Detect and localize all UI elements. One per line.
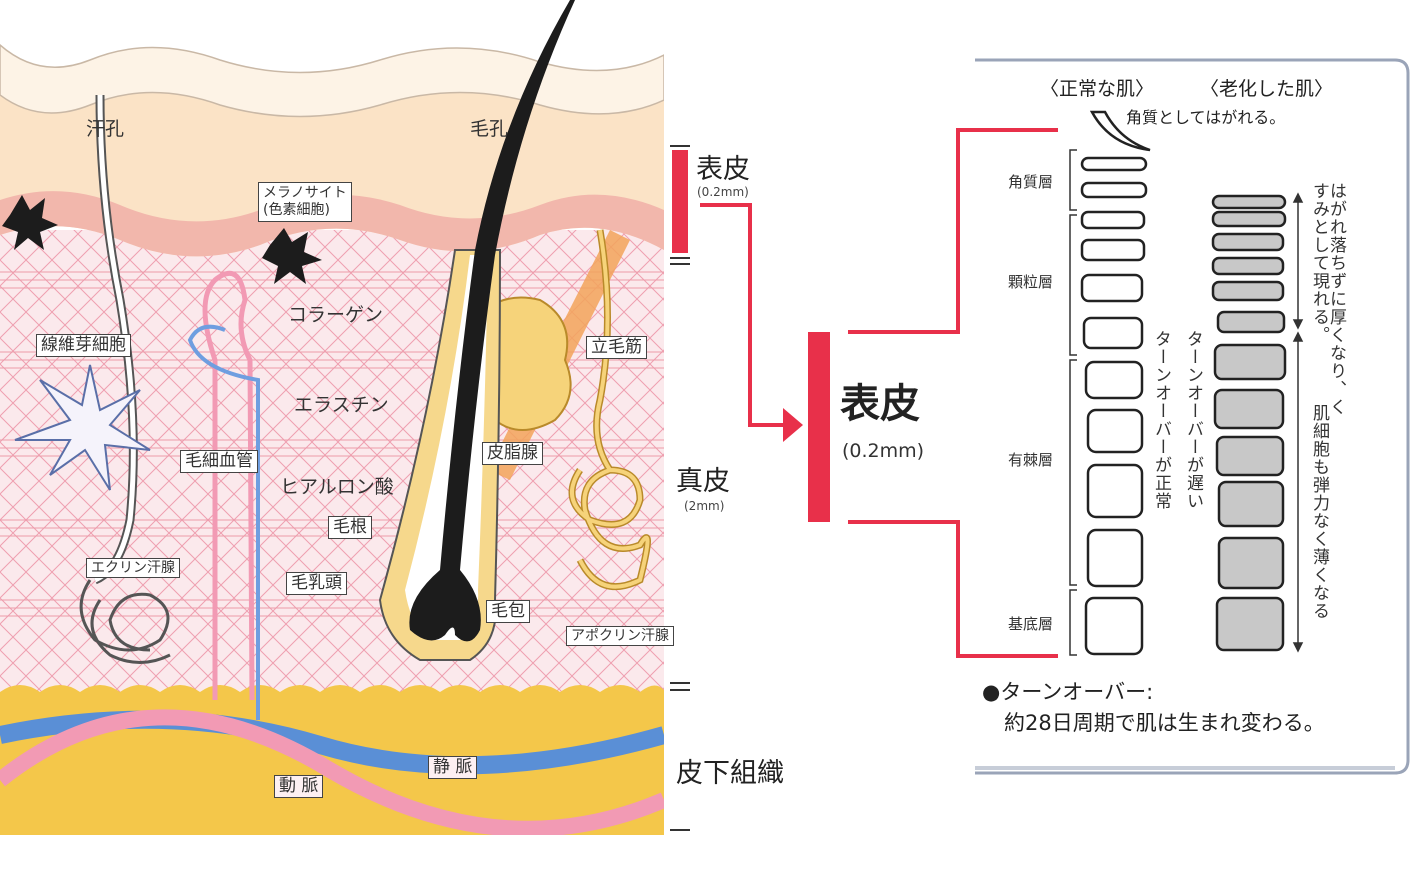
aged-thinning-note: 肌細胞も弾力なく薄くなる: [1309, 404, 1329, 620]
sweat-pore-label: 汗孔: [86, 118, 125, 140]
eccrine-gland-label: エクリン汗腺: [86, 558, 180, 578]
hair-root-label: 毛根: [328, 516, 372, 539]
collagen-label: コラーゲン: [288, 304, 384, 326]
turnover-panel-frame: [975, 58, 1410, 775]
sweat-duct: [93, 94, 136, 583]
layer-label-basal: 基底層: [1008, 615, 1054, 633]
hair-pore-label: 毛孔: [470, 118, 509, 140]
zoom-connector: [700, 203, 790, 427]
basal-layer: [0, 191, 664, 257]
enlarged-epidermis-bar: [808, 332, 830, 522]
aged-arrows: [1292, 192, 1304, 653]
aged-skin-cells: [1211, 194, 1287, 652]
elastin-label: エラスチン: [294, 394, 389, 416]
fibroblast-label: 線維芽細胞: [36, 334, 131, 357]
artery-label: 動 脈: [274, 775, 324, 798]
normal-skin-header: 〈正常な肌〉: [1040, 78, 1155, 100]
layer-label-spinous: 有棘層: [1008, 451, 1054, 469]
fibroblast-cell: [14, 364, 151, 491]
normal-skin-cells: [1080, 110, 1151, 656]
turnover-footnote-body: 約28日周期で肌は生まれ変わる。: [1004, 711, 1325, 735]
layer-label-granular: 顆粒層: [1008, 273, 1054, 291]
melanocyte-label-line2: (色素細胞): [263, 201, 330, 218]
capillary-label: 毛細血管: [180, 450, 258, 473]
bracket-bottom: [848, 520, 1058, 658]
hyaluronic-acid-label: ヒアルロン酸: [280, 476, 394, 498]
turnover-footnote-title: ●ターンオーバー:: [982, 680, 1154, 704]
melanocyte-label: メラノサイト (色素細胞): [258, 182, 352, 222]
apocrine-gland-fill: [570, 229, 650, 589]
epidermis-marker-bar: [672, 150, 688, 253]
zone-dermis-thickness: (2mm): [684, 499, 725, 513]
aged-thickening-note: はがれ落ちずに厚くなり、くすみとして現れる。: [1309, 182, 1346, 416]
normal-turnover-note: ターンオーバーが正常: [1151, 330, 1171, 510]
zone-epidermis-thickness: (0.2mm): [697, 185, 749, 199]
artery-vessel: [0, 709, 664, 835]
layer-label-corneum: 角質層: [1008, 173, 1054, 191]
sebaceous-gland-label: 皮脂腺: [482, 442, 543, 465]
zone-boundaries: [670, 145, 690, 831]
capillary-vein: [187, 324, 260, 720]
dermal-papilla-label: 毛乳頭: [286, 572, 347, 595]
enlarged-epidermis-title: 表皮: [840, 381, 920, 427]
zone-dermis-label: 真皮: [676, 466, 730, 497]
peel-note: 角質としてはがれる。: [1126, 108, 1286, 127]
zone-epidermis-label: 表皮: [696, 154, 750, 185]
apocrine-gland-label: アポクリン汗腺: [566, 626, 674, 646]
melanocyte-left: [2, 195, 58, 250]
zone-subcutaneous-label: 皮下組織: [676, 758, 784, 789]
aged-skin-header: 〈老化した肌〉: [1200, 78, 1334, 100]
hair-shaft: [409, 0, 575, 642]
vein-label: 静 脈: [428, 756, 478, 779]
layer-brackets: [1069, 149, 1077, 656]
slow-turnover-note: ターンオーバーが遅い: [1183, 330, 1203, 510]
enlarged-epidermis-thickness: (0.2mm): [842, 440, 925, 462]
capillary-artery: [202, 270, 255, 701]
bracket-top: [848, 128, 1058, 334]
melanocyte-label-line1: メラノサイト: [263, 185, 347, 201]
eccrine-gland-coil: [79, 579, 171, 664]
hair-follicle-label: 毛包: [486, 600, 530, 623]
arrector-pili-label: 立毛筋: [586, 336, 647, 359]
melanocyte-center: [262, 228, 322, 284]
skin-cross-section: [0, 44, 664, 835]
stratum-corneum: [0, 44, 664, 118]
zoom-arrowhead: [783, 408, 803, 442]
